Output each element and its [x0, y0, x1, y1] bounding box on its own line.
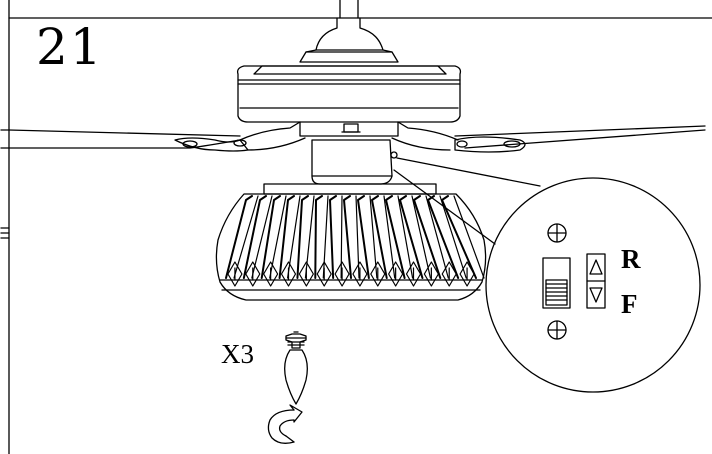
cage-slat	[304, 195, 315, 279]
bulb-quantity-label: X3	[221, 339, 254, 369]
cage-slat	[357, 195, 370, 279]
step-number: 21	[36, 18, 104, 76]
cage-diamond	[370, 261, 386, 287]
cage-slat	[441, 195, 477, 279]
cage-slat	[439, 195, 467, 279]
cage-diamonds	[227, 261, 475, 287]
cage-slat	[322, 195, 329, 279]
cage-slat	[425, 195, 449, 279]
cage-slat	[413, 195, 442, 279]
cage-diamond	[352, 261, 368, 287]
cage-slat	[225, 195, 253, 279]
cage-slat	[411, 195, 432, 279]
cage-slat	[329, 195, 337, 279]
downrod	[339, 0, 359, 19]
motor-coupler	[299, 121, 399, 137]
cage-diamond	[316, 261, 332, 287]
cage-slat	[369, 195, 378, 279]
reverse-label: R	[621, 244, 641, 274]
cage-slat	[233, 195, 259, 279]
cage-slat	[397, 195, 414, 279]
screw-icon	[547, 320, 567, 340]
switch-housing	[311, 139, 398, 185]
cage-diamond	[405, 261, 422, 287]
cage-diamond	[388, 261, 404, 287]
forward-label: F	[621, 289, 638, 319]
cage-slat	[314, 195, 323, 279]
motor-canopy	[299, 17, 399, 63]
direction-indicator	[586, 253, 606, 309]
cage-slat	[296, 195, 309, 279]
cage-diamond	[334, 261, 350, 287]
cage-slat	[260, 195, 281, 279]
cage-diamond	[263, 261, 279, 287]
rotate-arrow-icon	[267, 404, 303, 444]
cage-diamond	[441, 261, 457, 287]
right-blade	[454, 125, 706, 153]
cage-slat	[385, 195, 406, 279]
cage-slat	[399, 195, 424, 279]
cage-diamond	[298, 261, 314, 287]
left-blade	[8, 129, 249, 152]
cage-diamond	[280, 261, 297, 287]
cage-slats	[225, 195, 485, 279]
cage-slat	[383, 195, 396, 279]
screw-icon	[547, 223, 567, 243]
cage-slat	[251, 195, 273, 279]
switch-callout	[393, 157, 701, 393]
cage-slat	[453, 195, 485, 279]
cage-slat	[343, 195, 352, 279]
cage-slat	[242, 195, 267, 279]
blade-arms	[239, 121, 459, 151]
cage-diamond	[245, 261, 261, 287]
motor-housing	[236, 65, 462, 123]
reverse-switch[interactable]	[542, 257, 571, 309]
cage-diamond	[423, 261, 439, 287]
cage-diamond	[227, 261, 243, 287]
cage-slat	[278, 195, 295, 279]
cage-slat	[371, 195, 388, 279]
light-cage	[215, 183, 487, 301]
cage-diamond	[459, 261, 475, 287]
cage-slat	[340, 195, 343, 279]
candelabra-bulb-icon	[284, 331, 308, 405]
